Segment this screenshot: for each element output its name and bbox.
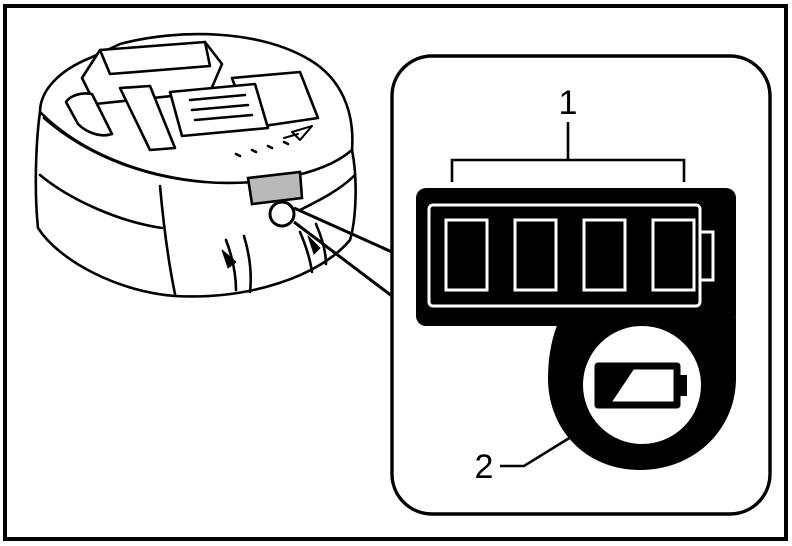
side-groove-2 <box>242 234 253 294</box>
grip-notch-left <box>221 249 237 269</box>
callout-1-label: 1 <box>559 84 578 122</box>
terminal-line-3 <box>193 113 254 122</box>
callout-1-bracket <box>450 122 686 182</box>
grip-notch-right <box>307 235 321 255</box>
gauge-terminal <box>698 230 715 282</box>
zoom-line-bottom <box>293 220 393 298</box>
low-battery-icon-fill <box>601 369 634 402</box>
check-button-detail <box>581 324 703 446</box>
indicator-window <box>246 170 304 206</box>
terminal-line-1 <box>188 93 247 102</box>
battery-pack <box>34 32 357 298</box>
gauge-segment-1 <box>444 218 489 292</box>
rail-top-line <box>98 40 212 76</box>
battery-gauge <box>427 203 715 308</box>
left-latch <box>64 92 114 137</box>
side-groove-3 <box>298 230 314 274</box>
zoom-line-top <box>293 206 393 254</box>
vent-dots <box>234 140 290 158</box>
callout-2-label: 2 <box>475 448 494 486</box>
arrow-tail <box>283 133 299 139</box>
rail-left <box>118 84 177 152</box>
terminal-block <box>168 82 270 138</box>
gauge-segment-3 <box>582 218 627 292</box>
arrow-mark <box>291 125 313 141</box>
body-groove-right <box>298 173 357 212</box>
terminal-line-2 <box>190 103 250 112</box>
gauge-segments <box>444 218 696 292</box>
gauge-segment-2 <box>513 218 558 292</box>
body-groove-line <box>38 173 164 230</box>
low-battery-icon-terminal <box>680 375 687 396</box>
callout-2-leader <box>500 422 593 468</box>
check-button-on-battery <box>268 200 296 228</box>
body-corner-line <box>158 184 177 296</box>
gauge-segment-4 <box>651 218 696 292</box>
